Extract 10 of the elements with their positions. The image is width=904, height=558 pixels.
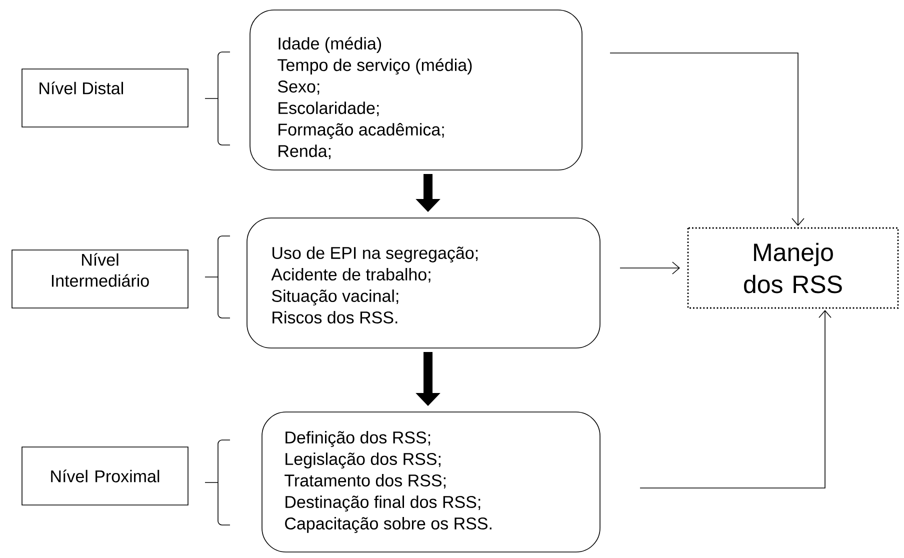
- level-box: Nível Proximal: [22, 446, 188, 506]
- result-box: Manejo dos RSS: [687, 227, 899, 309]
- arrow: [640, 310, 832, 488]
- arrow: [620, 262, 680, 274]
- level-box: Nível Intermediário: [12, 250, 188, 308]
- list-box: Idade (média) Tempo de serviço (média) Sexo; Escolaridade; Formação acadêmica; Renda;: [250, 10, 582, 170]
- list-box: Uso de EPI na segregação; Acidente de trabalho; Situação vacinal; Riscos dos RSS.: [246, 218, 600, 348]
- level-box: Nível Distal: [22, 68, 188, 128]
- arrow: [610, 52, 804, 226]
- list-box: Definição dos RSS; Legislação dos RSS; Tratamento dos RSS; Destinação final dos RSS; Capacitação sobre os RSS.: [262, 412, 600, 552]
